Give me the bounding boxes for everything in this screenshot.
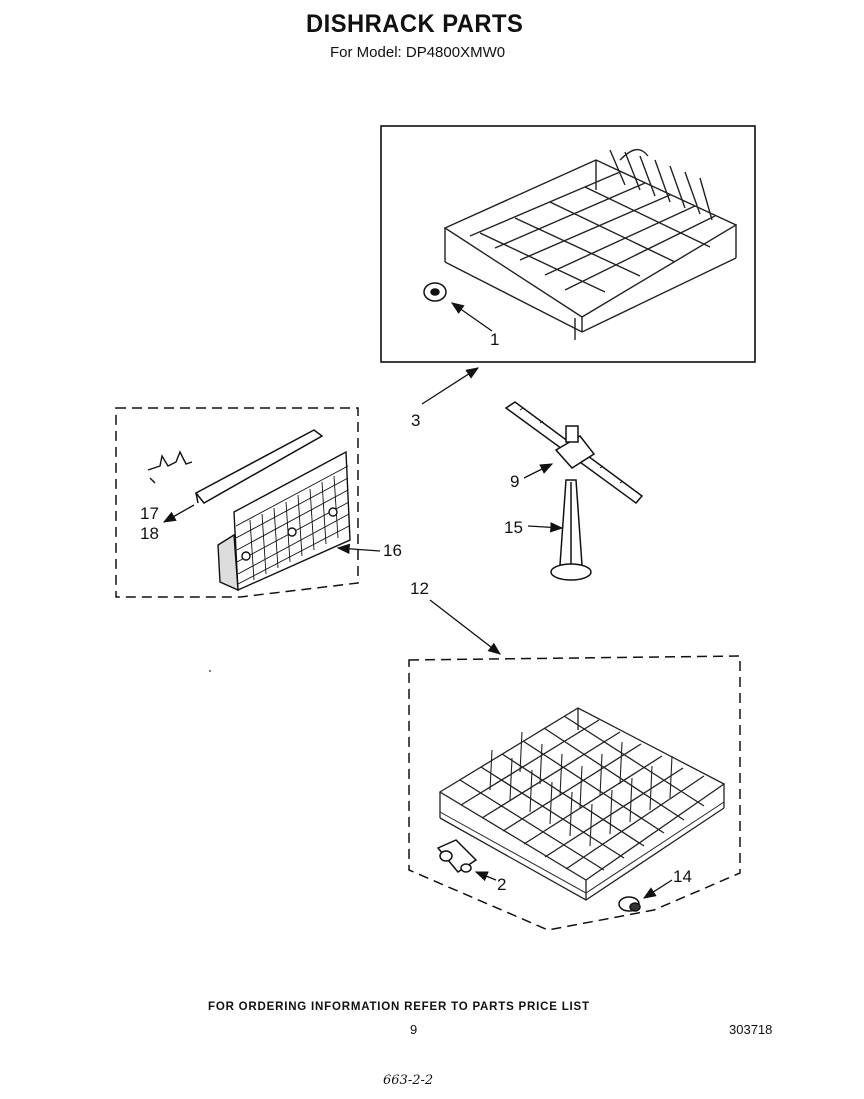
callout-9: 9 bbox=[510, 472, 519, 491]
page-title: DISHRACK PARTS bbox=[306, 10, 524, 38]
silverware-basket-box bbox=[115, 407, 359, 598]
callout-18: 18 bbox=[140, 524, 159, 543]
callout-14: 14 bbox=[673, 867, 692, 886]
upper-rack-illustration bbox=[443, 149, 738, 340]
document-number: 303718 bbox=[729, 1022, 773, 1037]
callout-17: 17 bbox=[140, 504, 159, 523]
rack-clip-part bbox=[147, 450, 193, 484]
rack-end-cap-part bbox=[618, 896, 641, 912]
callout-15: 15 bbox=[504, 518, 523, 537]
lower-rack-wheel-part bbox=[436, 839, 478, 873]
callout-12: 12 bbox=[410, 579, 429, 598]
callout-1: 1 bbox=[490, 330, 499, 349]
upper-rack-roller-part bbox=[423, 282, 447, 302]
upper-rack-box bbox=[380, 125, 756, 363]
silverware-basket-part bbox=[217, 450, 351, 592]
callout-2: 2 bbox=[497, 875, 506, 894]
callout-3: 3 bbox=[411, 411, 420, 430]
handwritten-note: 663-2-2 bbox=[383, 1073, 434, 1088]
page-number: 9 bbox=[410, 1022, 418, 1037]
model-subtitle: For Model: DP4800XMW0 bbox=[330, 44, 506, 61]
silverware-bar-part bbox=[194, 429, 324, 504]
callout-16: 16 bbox=[383, 541, 402, 560]
lower-rack-box bbox=[408, 655, 741, 931]
spray-tower-part bbox=[550, 479, 592, 581]
ordering-note: FOR ORDERING INFORMATION REFER TO PARTS … bbox=[208, 1001, 590, 1013]
spray-arm-part bbox=[504, 401, 644, 505]
lower-rack-illustration bbox=[438, 707, 726, 901]
